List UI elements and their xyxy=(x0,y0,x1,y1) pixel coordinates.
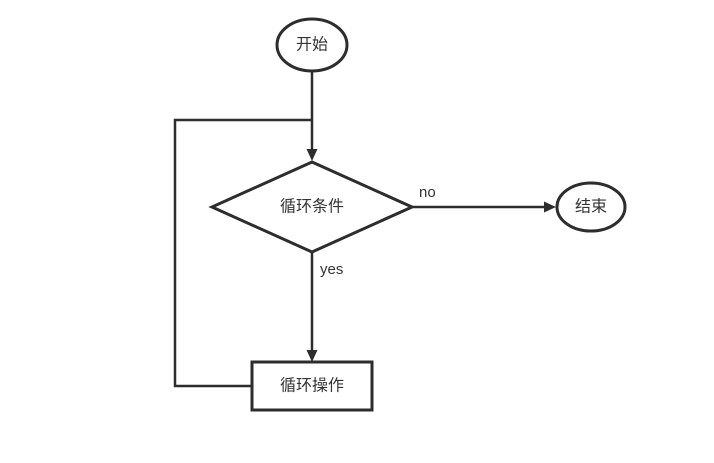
arrowhead-into-loopbody-icon xyxy=(306,350,318,362)
condition-node xyxy=(208,160,416,254)
edge-label-yes: yes xyxy=(320,261,343,278)
loopbody-node xyxy=(250,360,374,412)
edge-label-no: no xyxy=(419,184,436,201)
start-node-label: 开始 xyxy=(296,36,328,54)
arrowhead-into-end-icon xyxy=(544,201,556,213)
edge-loopbody-to-condition xyxy=(173,118,312,388)
end-node-label: 结束 xyxy=(575,198,607,216)
start-node xyxy=(275,17,349,73)
arrowhead-into-condition-icon xyxy=(306,149,318,161)
end-node xyxy=(555,181,627,233)
loopbody-node-label: 循环操作 xyxy=(280,377,344,395)
condition-node-label: 循环条件 xyxy=(280,198,344,216)
